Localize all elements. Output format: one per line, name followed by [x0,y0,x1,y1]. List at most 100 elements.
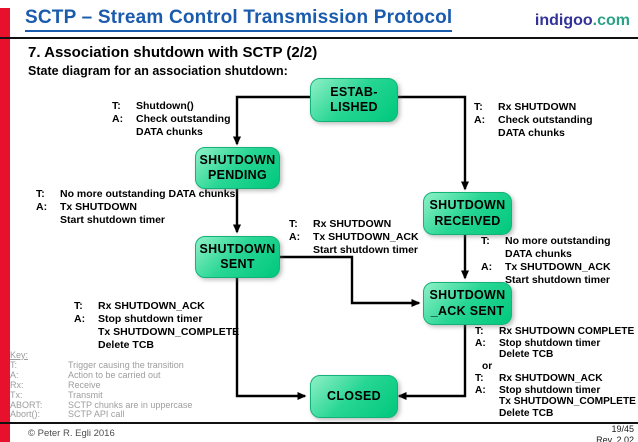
annotation-label [74,326,98,339]
annotation-text: Delete TCB [499,349,554,361]
legend: Key: T: Trigger causing the transition A:… [10,350,193,420]
annotation-label: A: [36,201,48,213]
logo-name: indigoo [534,12,593,29]
arrow-established-to-pending [233,95,310,146]
annotation-text: DATA chunks [136,126,203,138]
footer-divider [0,422,638,424]
annotation-text: Tx SHUTDOWN [60,201,137,213]
legend-term: Tx: [10,389,23,400]
annotation-text: Start shutdown timer [505,274,611,286]
annotation-text: Start shutdown timer [60,214,166,226]
annotation-received-to-ack-sent: T:No more outstanding DATA chunks A:Tx S… [481,235,611,287]
legend-desc: Action to be carried out [68,369,161,380]
legend-term: T: [10,359,18,370]
annotation-label: A: [474,114,486,126]
annotation-label: T: [475,326,484,337]
state-box-established: ESTAB- LISHED [310,78,398,122]
page-title: SCTP – Stream Control Transmission Proto… [25,7,453,32]
annotation-text: Rx SHUTDOWN_ACK [98,300,205,312]
legend-term: Abort(): [10,409,41,420]
annotation-pending-to-sent: T: No more outstanding DATA chunks A: Tx S… [36,188,235,227]
annotation-label: A: [112,113,124,125]
annotation-sent-to-ack-sent: T: Rx SHUTDOWN A: Tx SHUTDOWN_ACK Start sh… [289,218,419,257]
annotation-text: Start shutdown timer [313,244,419,256]
annotation-ack-sent-to-closed: T: Rx SHUTDOWN COMPLETE A: Stop shutdown t… [475,326,636,420]
annotation-label: A: [74,313,86,325]
annotation-text: Rx SHUTDOWN [313,218,392,230]
annotation-text: Stop shutdown timer [499,337,601,349]
annotation-text: Rx SHUTDOWN COMPLETE [499,326,635,337]
annotation-label: T: [475,372,484,384]
annotation-text: Tx SHUTDOWN_COMPLETE [499,396,636,408]
annotation-label: T: [289,218,298,230]
annotation-label: A: [475,337,486,349]
annotation-text: Rx SHUTDOWN_ACK [499,372,603,384]
annotation-label: A: [475,384,486,396]
left-accent-bar [0,8,10,442]
annotation-text: Stop shutdown timer [98,313,203,325]
annotation-sent-to-closed: T:Rx SHUTDOWN_ACK A:Stop shutdown timer … [74,300,239,352]
annotation-text: Delete TCB [499,407,554,419]
legend-desc: Receive [68,379,101,390]
annotation-label: A: [481,261,493,273]
header-divider [0,37,638,39]
legend-term: A: [10,369,19,380]
annotation-text: DATA chunks [498,127,565,139]
annotation-label [474,127,498,140]
section-subheading: State diagram for an association shutdow… [28,64,288,78]
annotation-text: DATA chunks [505,248,572,260]
annotation-text: Stop shutdown timer [499,384,601,396]
state-box-shutdown-received: SHUTDOWN RECEIVED [423,192,512,235]
legend-term: ABORT: [10,399,43,410]
annotation-established-to-pending: T: Shutdown() A: Check outstanding DATA ch… [112,100,231,139]
annotation-text: Check outstanding [498,114,593,126]
annotation-text: Tx SHUTDOWN_ACK [313,231,419,243]
annotation-label [36,214,60,227]
state-box-shutdown-ack-sent: SHUTDOWN _ACK SENT [423,282,512,325]
annotation-text: Rx SHUTDOWN [498,101,577,113]
annotation-label: T: [474,101,483,113]
arrow-ack-sent-to-closed [397,322,467,400]
legend-desc: Trigger causing the transition [68,359,184,370]
annotation-or-label: or [482,361,493,373]
copyright: © Peter R. Egli 2016 [28,428,115,439]
indigoo-logo: indigoo.com [535,12,630,30]
annotation-label [475,396,499,408]
annotation-text: Delete TCB [98,339,155,351]
state-box-shutdown-pending: SHUTDOWN PENDING [195,147,280,189]
annotation-label: T: [112,100,121,112]
state-box-closed: CLOSED [310,375,398,418]
annotation-text: Tx SHUTDOWN_ACK [505,261,611,273]
annotation-label [475,408,499,420]
annotation-text: Shutdown() [136,100,194,112]
section-heading: 7. Association shutdown with SCTP (2/2) [28,44,318,61]
annotation-label [289,244,313,257]
state-box-shutdown-sent: SHUTDOWN SENT [195,236,280,278]
annotation-text: Tx SHUTDOWN_COMPLETE [98,326,240,338]
annotation-label [481,248,505,261]
logo-tld: .com [592,12,630,29]
annotation-text: No more outstanding DATA chunks [60,188,236,200]
annotation-label: T: [481,235,490,247]
legend-title: Key: [10,350,29,360]
annotation-label: A: [289,231,301,243]
legend-desc: SCTP chunks are in uppercase [68,399,193,410]
arrow-sent-to-ack-sent [278,255,421,307]
legend-desc: SCTP API call [68,409,125,420]
legend-term: Rx: [10,379,24,390]
annotation-label [475,349,499,361]
annotation-label: T: [36,188,45,200]
arrow-sent-to-closed [235,276,307,400]
legend-desc: Transmit [68,389,103,400]
revision: Rev. 2.02 [596,434,634,442]
annotation-label [481,274,505,287]
annotation-text: Check outstanding [136,113,231,125]
annotation-label: T: [74,300,83,312]
page-number: 19/45 [611,424,634,434]
annotation-established-to-received: T: Rx SHUTDOWN A: Check outstanding DATA c… [474,101,593,140]
annotation-label [112,126,136,139]
arrow-established-to-received [396,95,469,191]
page-info: 19/45 Rev. 2.02 [596,424,634,442]
